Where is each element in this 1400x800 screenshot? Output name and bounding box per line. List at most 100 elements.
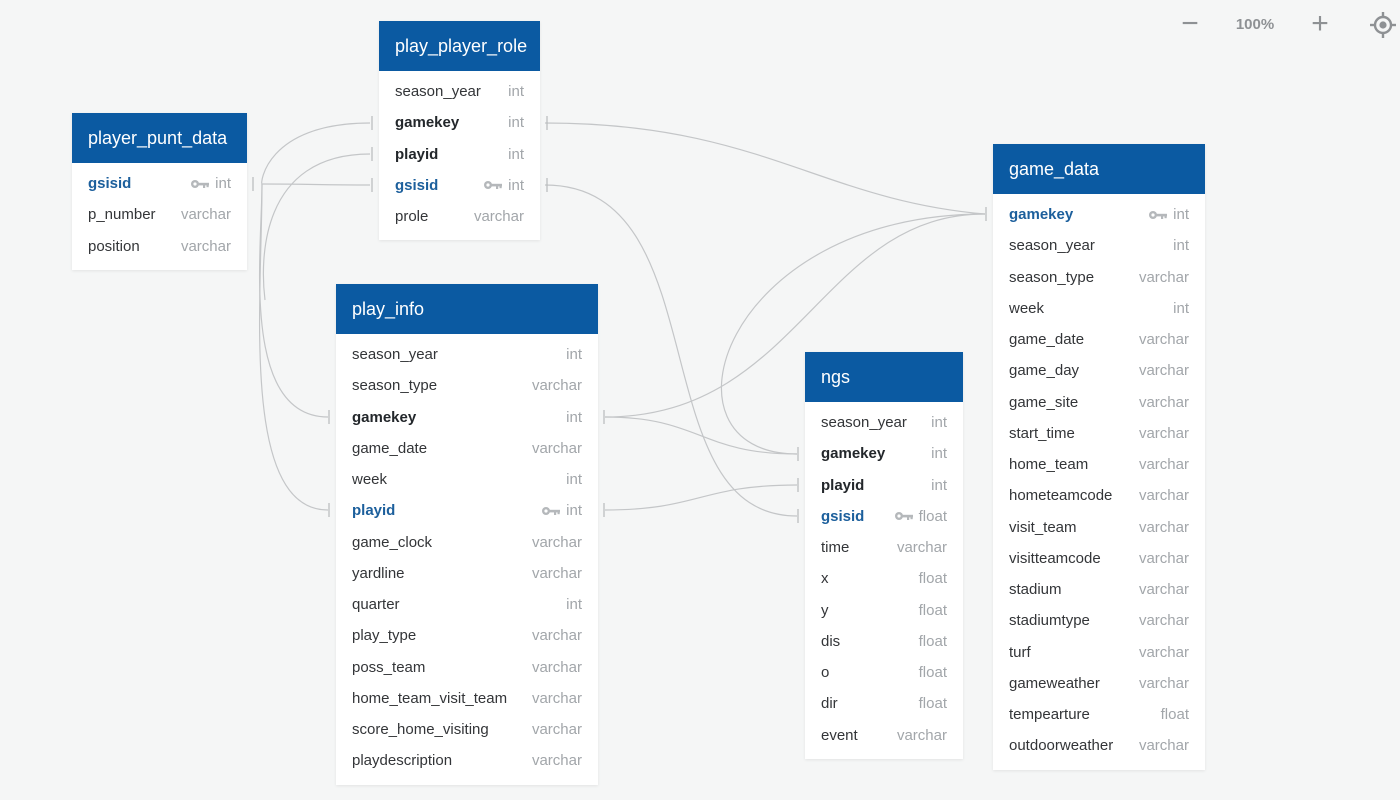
zoom-out-button[interactable]: − xyxy=(1181,7,1199,40)
field-type-label: varchar xyxy=(531,377,582,395)
field-name: playid xyxy=(821,476,865,494)
table-header[interactable]: player_punt_data xyxy=(72,113,247,163)
target-icon[interactable] xyxy=(1368,10,1398,40)
field-name: position xyxy=(88,237,140,255)
edge-ppd-to-ppr-gamekey xyxy=(261,122,371,185)
field-name: poss_team xyxy=(352,658,426,676)
field-type-label: varchar xyxy=(1138,737,1189,755)
field-type-label: int xyxy=(508,176,524,194)
field-type-label: varchar xyxy=(531,439,582,457)
field-name: x xyxy=(821,570,829,588)
field-name: gamekey xyxy=(821,445,886,463)
field-type: varchar xyxy=(532,627,582,644)
field-type: int xyxy=(931,445,947,462)
field-type: int xyxy=(1148,206,1189,223)
field-type: varchar xyxy=(1139,519,1189,536)
field-type: int xyxy=(566,471,582,488)
field-name: yardline xyxy=(352,564,405,582)
zoom-in-button[interactable]: + xyxy=(1311,7,1329,40)
table-header[interactable]: game_data xyxy=(993,144,1205,194)
field-type: varchar xyxy=(1139,331,1189,348)
field-type: int xyxy=(483,177,524,194)
table-header[interactable]: play_info xyxy=(336,284,598,334)
field-type-label: varchar xyxy=(1138,456,1189,474)
table-header[interactable]: play_player_role xyxy=(379,21,540,71)
field-type-label: int xyxy=(566,408,582,426)
field-type-label: varchar xyxy=(531,533,582,551)
field-type-label: varchar xyxy=(531,721,582,739)
field-type-label: float xyxy=(918,507,947,525)
field-type: float xyxy=(919,664,947,681)
field-name: stadium xyxy=(1009,581,1062,599)
table-header[interactable]: ngs xyxy=(805,352,963,402)
field-type: varchar xyxy=(1139,269,1189,286)
edge-pi-gamekey-to-ngs xyxy=(604,416,798,455)
field-row[interactable]: gamekey int xyxy=(805,438,963,469)
field-type-label: int xyxy=(1173,206,1189,224)
field-type-label: varchar xyxy=(1138,612,1189,630)
field-type-label: varchar xyxy=(531,689,582,707)
field-type: varchar xyxy=(532,440,582,457)
edge-pi-playid-to-ngs xyxy=(604,484,798,511)
field-type: varchar xyxy=(1139,456,1189,473)
field-name: visitteamcode xyxy=(1009,549,1101,567)
field-name: season_year xyxy=(821,414,907,432)
